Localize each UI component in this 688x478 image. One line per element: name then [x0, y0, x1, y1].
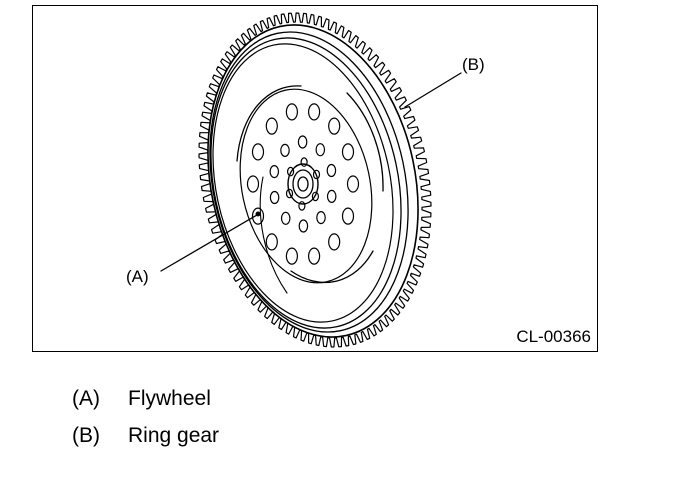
bolt-hole — [316, 211, 326, 225]
legend-label: Ring gear — [128, 424, 220, 447]
bolt-hole — [280, 143, 290, 157]
bolt-hole — [341, 143, 355, 161]
bolt-hole — [251, 143, 265, 161]
callout-b: (B) — [462, 55, 485, 74]
legend-key: (A) — [72, 387, 100, 410]
legend: (A) Flywheel (B) Ring gear — [72, 380, 219, 454]
bolt-hole — [298, 201, 306, 211]
friction-surface-arc-top — [236, 85, 302, 162]
bolt-hole — [328, 233, 341, 251]
bolt-hole — [326, 163, 337, 178]
bolt-hole — [246, 175, 260, 193]
hub-plate — [239, 88, 373, 284]
center-boss — [287, 163, 319, 205]
flywheel-rim-2 — [210, 37, 402, 329]
figure-code: CL-00366 — [516, 327, 591, 346]
bolt-hole — [308, 247, 321, 265]
figure-frame: (A) (B) CL-00366 — [32, 5, 598, 352]
bolt-hole — [265, 233, 278, 251]
bolt-hole — [297, 135, 308, 149]
bolt-hole — [300, 157, 308, 167]
bolt-hole — [285, 247, 298, 265]
bolt-hole — [312, 169, 321, 180]
bolt-hole — [287, 166, 295, 177]
leader-line-a — [160, 214, 258, 272]
legend-item-flywheel: (A) Flywheel — [72, 380, 219, 417]
bolt-hole — [315, 143, 326, 157]
bolt-hole — [308, 103, 321, 121]
flywheel-rim-3 — [212, 43, 394, 323]
bolt-hole — [311, 191, 319, 202]
callout-a: (A) — [126, 267, 149, 286]
legend-key: (B) — [72, 424, 100, 447]
flywheel-illustration: (A) (B) — [126, 12, 485, 348]
bolt-hole — [269, 190, 280, 205]
bolt-hole — [341, 207, 355, 225]
legend-item-ring-gear: (B) Ring gear — [72, 417, 219, 454]
bolt-hole — [269, 165, 280, 179]
leader-line-b — [404, 72, 462, 108]
friction-surface-arc-bottom — [290, 250, 374, 284]
bolt-hole-pattern — [246, 103, 360, 265]
ring-gear-outer-rim — [207, 24, 419, 338]
friction-surface-arc-left — [259, 176, 288, 294]
flywheel-rim-1 — [209, 31, 409, 333]
bolt-hole — [280, 211, 291, 225]
leader-dot-a — [255, 211, 261, 217]
pilot-bearing — [297, 176, 309, 192]
center-boss-inner — [292, 169, 314, 199]
bolt-hole — [346, 175, 360, 193]
bolt-hole — [298, 219, 309, 233]
bolt-hole — [328, 117, 341, 135]
friction-surface-arc-right — [346, 92, 384, 192]
bolt-hole — [265, 117, 278, 135]
bolt-hole — [251, 207, 265, 225]
bolt-hole — [285, 103, 298, 121]
legend-label: Flywheel — [128, 387, 211, 410]
bolt-hole — [326, 189, 337, 203]
bolt-hole — [285, 188, 294, 199]
